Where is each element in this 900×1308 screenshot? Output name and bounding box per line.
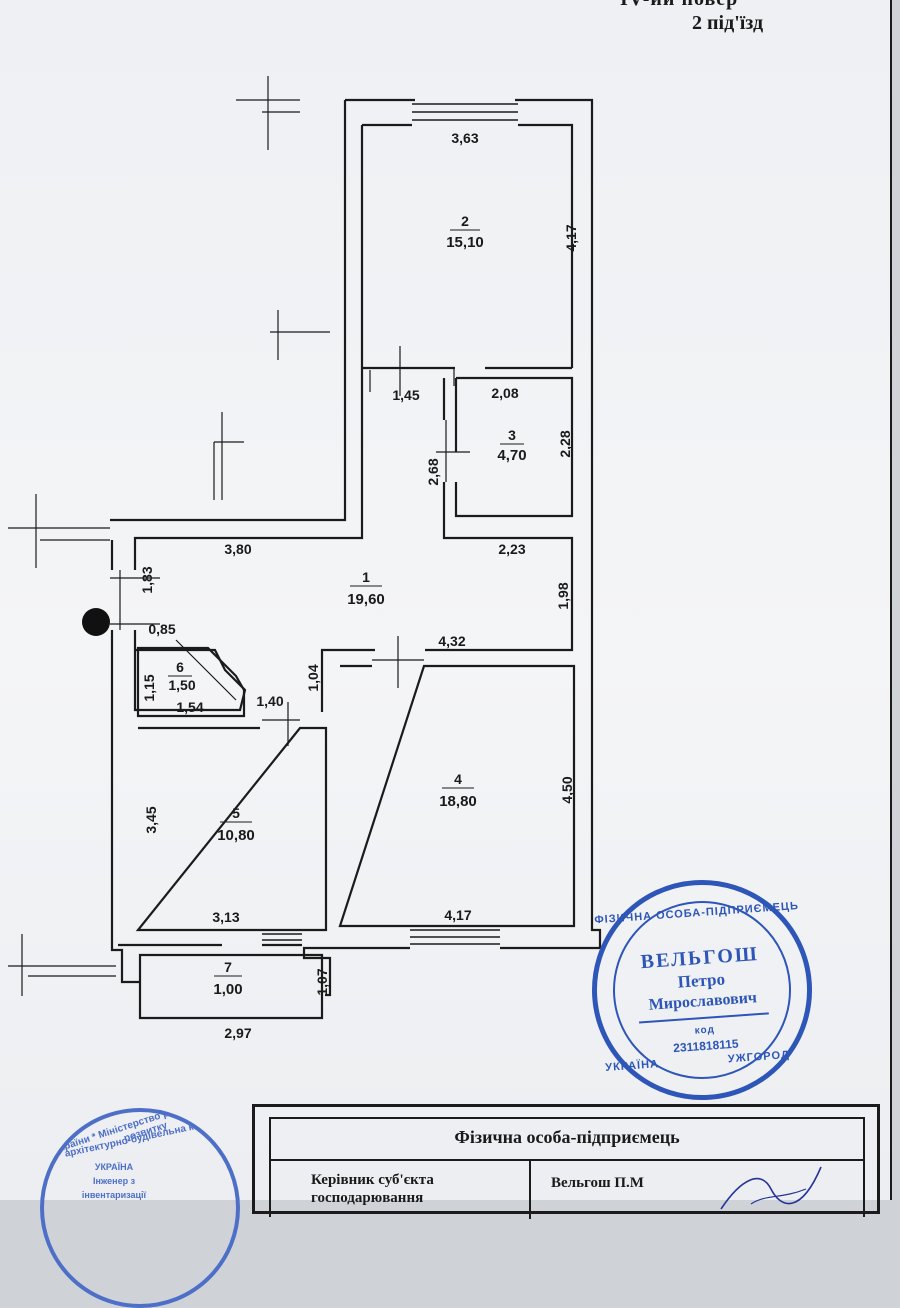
dim-3-45: 3,45: [143, 806, 159, 833]
room-5-number: 5: [232, 805, 240, 821]
left-wall: [110, 540, 140, 984]
room-5-area: 10,80: [217, 827, 255, 844]
room-4-walls: [338, 664, 576, 928]
signature-mark: [720, 1166, 822, 1210]
dim-4-50: 4,50: [559, 776, 575, 803]
dim-4-17-room4: 4,17: [444, 907, 471, 923]
dim-2-23: 2,23: [498, 541, 525, 557]
room-7-number: 7: [224, 959, 232, 975]
title-block-inner: Фізична особа-підприємець Керівник суб'є…: [269, 1117, 865, 1219]
commission-stamp: України * Міністерство регіонального роз…: [40, 1108, 240, 1308]
role-line1: Керівник суб'єкта: [311, 1172, 434, 1188]
role-line2: господарювання: [311, 1190, 424, 1206]
dim-1-98: 1,98: [555, 582, 571, 609]
dim-1-07: 1,07: [314, 968, 330, 995]
room-6-number: 6: [176, 659, 184, 675]
window-room-4: [410, 929, 500, 945]
title-block: Фізична особа-підприємець Керівник суб'є…: [252, 1104, 880, 1219]
room-6-area: 1,50: [168, 677, 195, 693]
riser-marker: [82, 608, 110, 636]
dim-1-04: 1,04: [305, 664, 321, 691]
room-3-number: 3: [508, 427, 516, 443]
dim-2-28: 2,28: [557, 430, 573, 457]
room-2-number: 2: [461, 213, 469, 229]
dim-1-15: 1,15: [141, 674, 157, 701]
dim-1-54: 1,54: [176, 699, 203, 715]
dim-4-32: 4,32: [438, 633, 465, 649]
room-2-area: 15,10: [446, 234, 484, 251]
window-room-5: [262, 933, 302, 941]
document-sheet: [0, 0, 892, 1200]
title-block-role: Керівник суб'єкта господарювання: [311, 1171, 434, 1207]
stamp2-line5: інвентаризації: [81, 1190, 147, 1200]
room-2-walls: [360, 125, 572, 382]
dim-0-85: 0,85: [148, 621, 175, 637]
stamp2-line3: УКРАЇНА: [94, 1162, 134, 1172]
dim-3-80: 3,80: [224, 541, 251, 557]
title-block-heading: Фізична особа-підприємець: [454, 1127, 680, 1147]
outer-wall: [302, 98, 602, 997]
floor-label: IV-ий повер: [620, 0, 738, 11]
room-6-walls: [136, 646, 246, 718]
outer-wall-inner: [362, 123, 574, 368]
title-block-column-divider: [529, 1159, 531, 1219]
room-3-walls: [454, 376, 574, 518]
dim-1-45: 1,45: [392, 387, 419, 403]
entrance-label: 2 під'їзд: [692, 12, 764, 34]
dim-4-17-room2: 4,17: [563, 224, 579, 251]
room-1-area: 19,60: [347, 591, 385, 608]
title-block-signer: Вельгош П.М: [551, 1175, 644, 1191]
floor-plan: 2 15,10 3 4,70 1 19,60 6 1,50 4 18,80 5 …: [8, 76, 602, 1041]
dim-3-63: 3,63: [451, 130, 478, 146]
dim-2-97: 2,97: [224, 1025, 251, 1041]
room-4-area: 18,80: [439, 793, 477, 810]
title-block-divider: [271, 1159, 863, 1161]
room-1-walls: [110, 100, 364, 712]
room-3-area: 4,70: [497, 447, 526, 464]
window-room-2: [412, 103, 518, 121]
dim-3-13: 3,13: [212, 909, 239, 925]
dim-1-40: 1,40: [256, 693, 283, 709]
dim-2-68: 2,68: [425, 458, 441, 485]
room-4-number: 4: [454, 771, 462, 787]
room-5-walls: [135, 726, 328, 932]
room-7-area: 1,00: [213, 981, 242, 998]
room-7-walls: [138, 953, 324, 1020]
dim-1-83: 1,83: [139, 566, 155, 593]
room-1-number: 1: [362, 569, 370, 585]
stamp2-line4: Інженер з: [92, 1176, 136, 1186]
dim-2-08: 2,08: [491, 385, 518, 401]
